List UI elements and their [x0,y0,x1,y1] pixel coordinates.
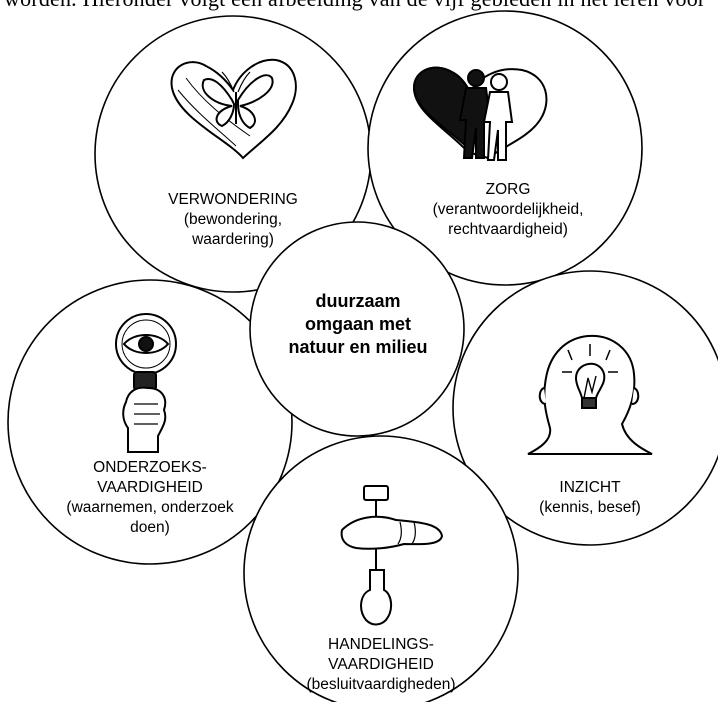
heart-butterfly-icon [170,58,297,160]
hands-spade-icon [340,485,444,626]
zorg-sub2: rechtvaardigheid) [448,221,568,238]
verwondering-sub1: (bewondering, [183,211,283,228]
center-label: duurzaam omgaan met natuur en milieu [258,290,458,359]
center-line2: omgaan met [304,314,412,334]
center-line1: duurzaam [315,291,401,311]
handeling-sub1: (besluitvaardigheden) [306,676,456,693]
inzicht-title: INZICHT [559,479,621,496]
inzicht-sub1: (kennis, besef) [539,499,641,516]
heart-two-people-icon [412,66,548,161]
handeling-title: HANDELINGS- [328,636,434,653]
zorg-title: ZORG [485,181,531,198]
label-inzicht: INZICHT (kennis, besef) [520,478,660,518]
circle-center [249,221,465,437]
verwondering-sub2: waardering) [192,231,274,248]
onderzoek-sub2: doen) [130,519,170,536]
handeling-title2: VAARDIGHEID [328,656,434,673]
label-zorg: ZORG (verantwoordelijkheid, rechtvaardig… [398,180,618,240]
label-onderzoek: ONDERZOEKS- VAARDIGHEID (waarnemen, onde… [40,458,260,538]
verwondering-title: VERWONDERING [168,191,298,208]
onderzoek-title: ONDERZOEKS- [93,459,207,476]
label-handeling: HANDELINGS- VAARDIGHEID (besluitvaardigh… [281,635,481,695]
label-verwondering: VERWONDERING (bewondering, waardering) [133,190,333,250]
head-lightbulb-icon [527,334,653,455]
onderzoek-title2: VAARDIGHEID [97,479,203,496]
center-line3: natuur en milieu [288,337,428,357]
header-text: worden. Hieronder volgt een afbeelding v… [0,0,718,12]
onderzoek-sub1: (waarnemen, onderzoek [66,499,234,516]
zorg-sub1: (verantwoordelijkheid, [432,201,584,218]
magnifying-glass-eye-icon [115,313,177,453]
